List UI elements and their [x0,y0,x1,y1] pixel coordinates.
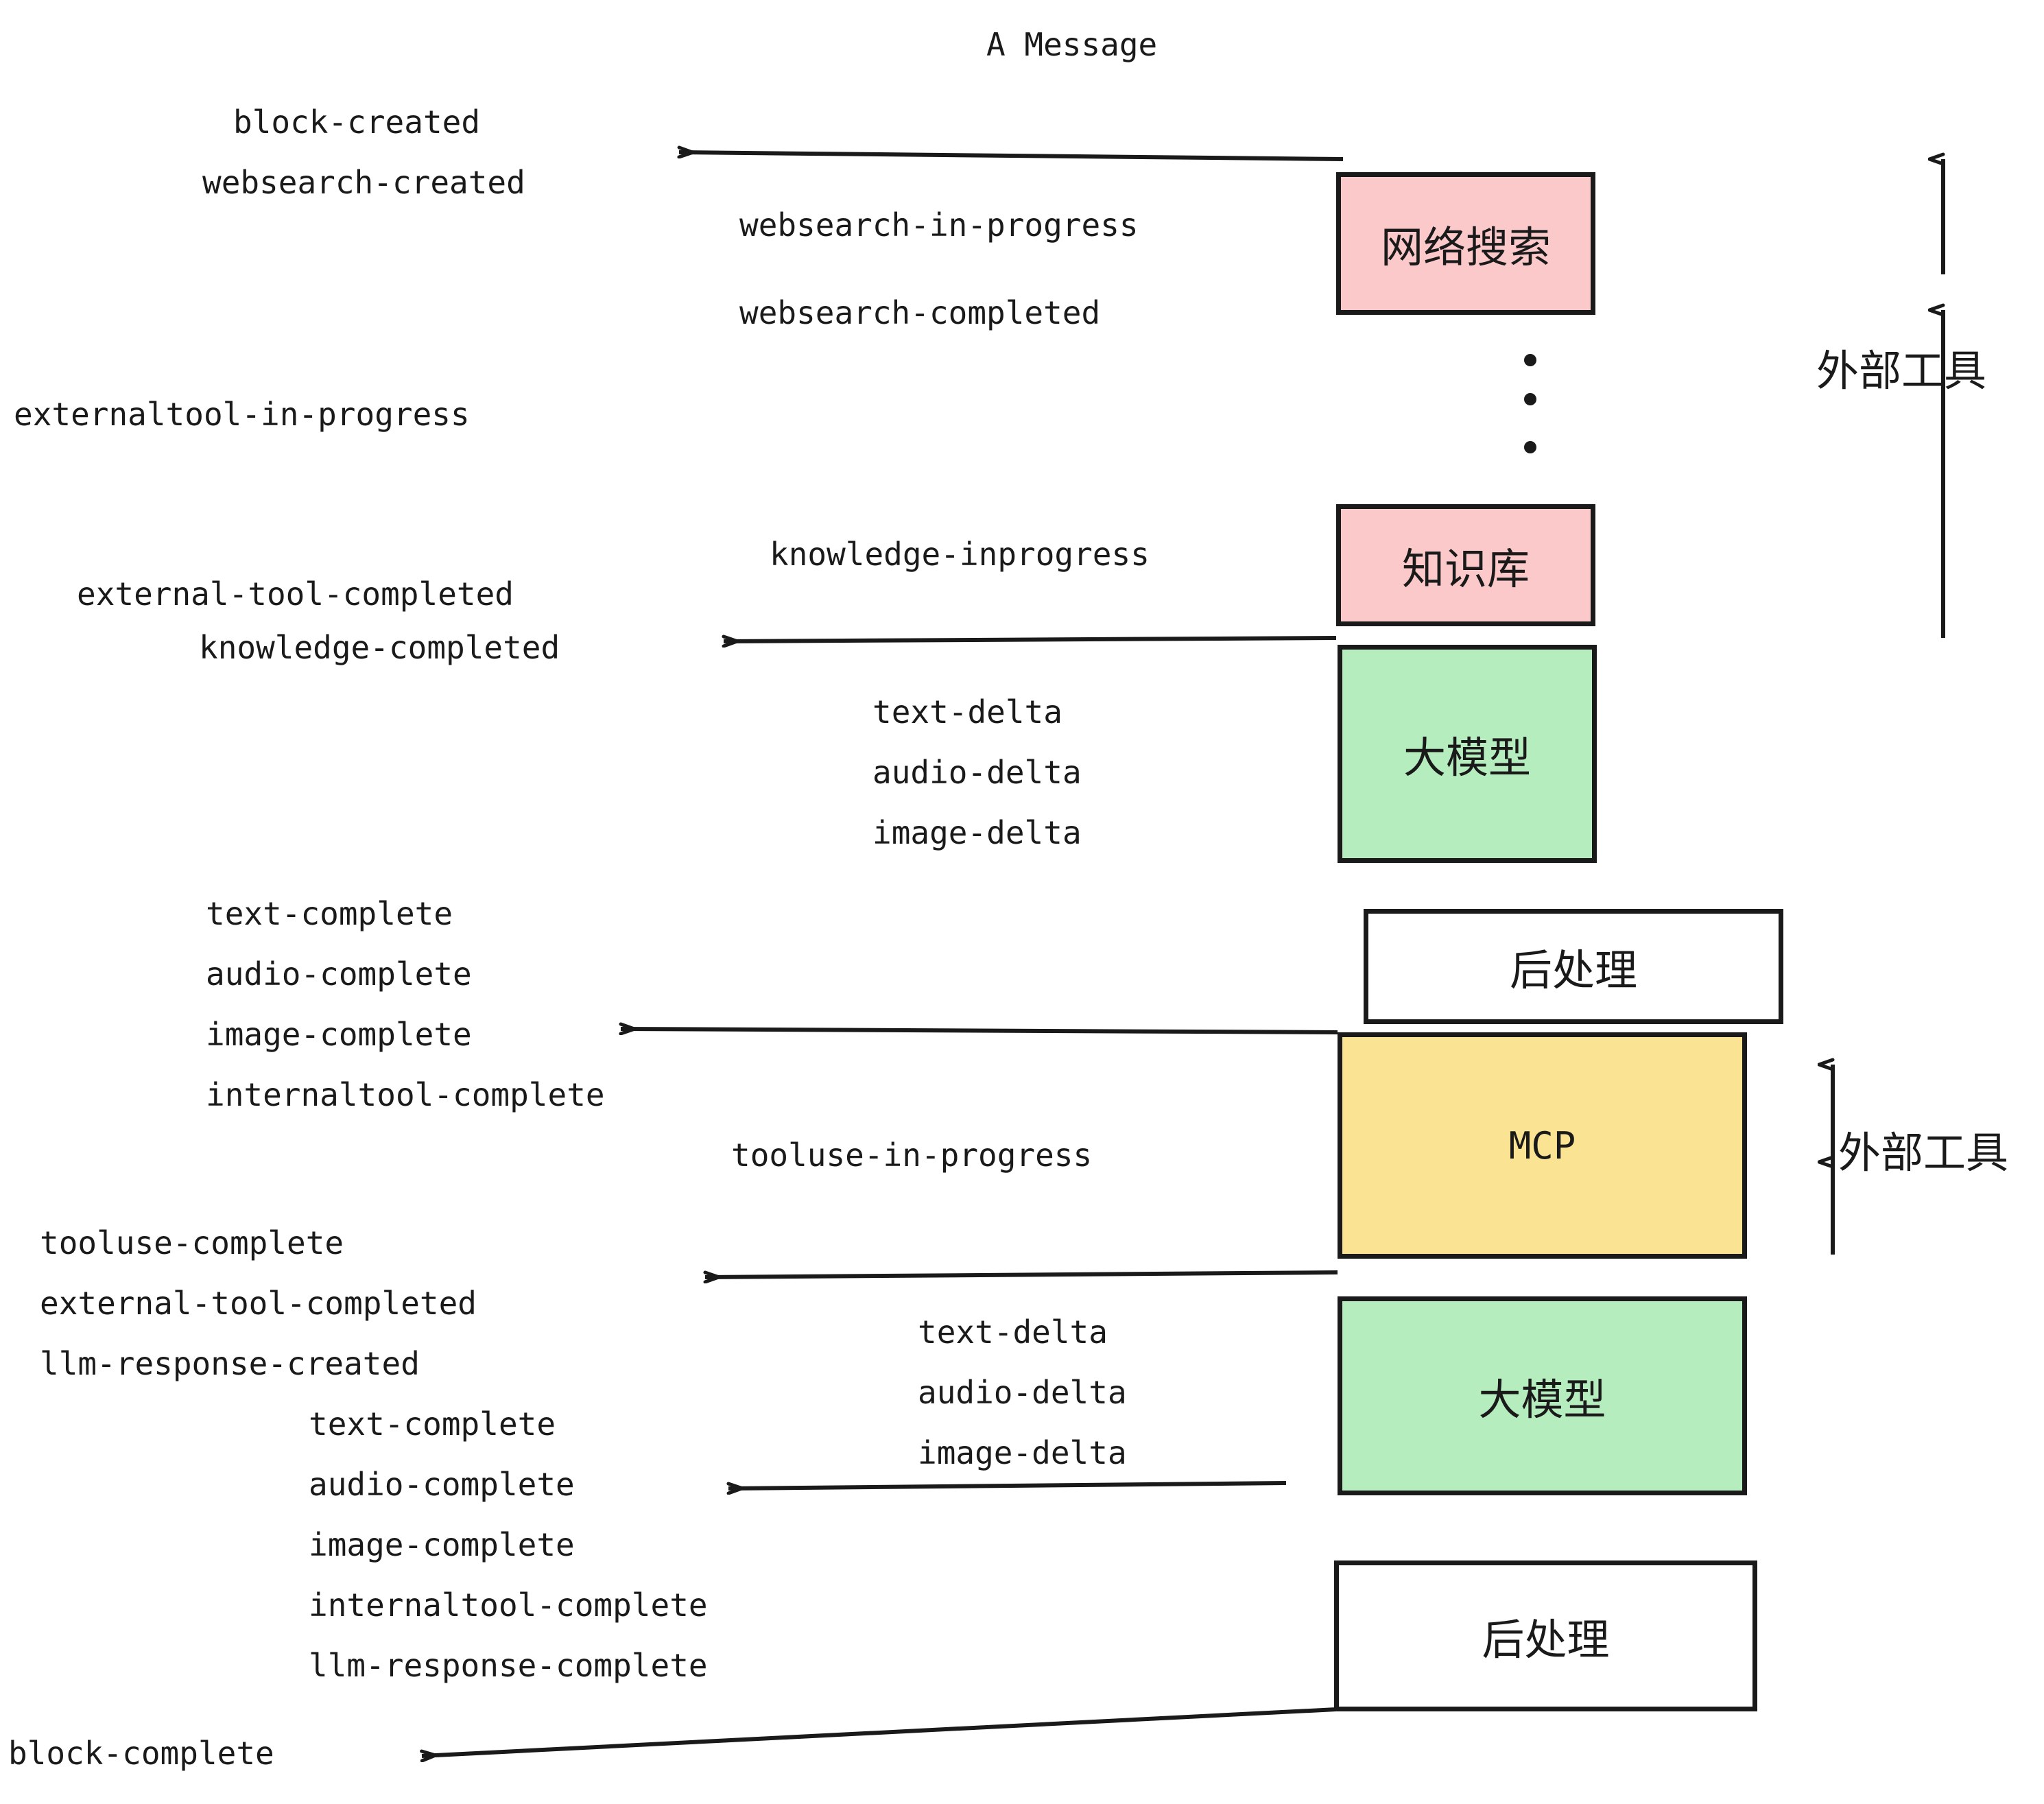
box-postproc-1-label: 后处理 [1509,945,1637,995]
arrow-mcp-to-external-tool-completed [705,1270,1338,1277]
event-label-image-complete-2: image-complete [309,1526,575,1563]
event-label-text-complete-1: text-complete [206,895,453,932]
ellipsis-dot [1524,441,1536,453]
box-postproc-2-label: 后处理 [1482,1615,1610,1665]
event-label-block-complete: block-complete [8,1735,274,1772]
event-label-block-created: block-created [233,104,481,141]
box-llm-2[interactable]: 大模型 [1338,1296,1747,1495]
box-knowledge[interactable]: 知识库 [1336,504,1595,626]
event-label-text-delta-1: text-delta [872,693,1062,731]
event-label-text-delta-2: text-delta [918,1314,1108,1351]
box-llm-1-label: 大模型 [1403,733,1531,783]
ellipsis-dot [1524,354,1536,366]
arrow-knowledge-to-knowledge-completed [724,638,1337,641]
event-label-image-delta-2: image-delta [918,1434,1127,1471]
page-title: A Message [986,26,1158,63]
side-label-external-tools-bottom: 外部工具 [1838,1128,2009,1178]
box-postproc-2[interactable]: 后处理 [1334,1560,1757,1711]
box-mcp-label: MCP [1508,1124,1576,1167]
box-llm-1[interactable]: 大模型 [1338,645,1597,863]
event-label-internaltool-complete-2: internaltool-complete [309,1587,708,1624]
event-label-audio-complete-2: audio-complete [309,1466,575,1503]
arrow-postproc2-to-block-complete [422,1707,1337,1756]
event-label-audio-delta-2: audio-delta [918,1374,1127,1411]
event-label-image-complete-1: image-complete [206,1016,472,1053]
event-label-internaltool-complete-1: internaltool-complete [206,1076,605,1113]
box-websearch[interactable]: 网络搜索 [1336,172,1595,315]
arrow-llm2-to-audio-complete [728,1481,1287,1488]
event-label-websearch-completed: websearch-completed [739,294,1101,331]
event-label-knowledge-inprogress: knowledge-inprogress [770,536,1150,573]
event-label-knowledge-completed: knowledge-completed [199,629,560,666]
side-label-external-tools-top: 外部工具 [1816,346,1987,396]
arrow-postproc1-to-image-complete [621,1029,1338,1032]
box-websearch-label: 网络搜索 [1380,222,1551,272]
ellipsis-dot [1524,393,1536,405]
event-label-external-tool-completed-2: external-tool-completed [40,1285,477,1322]
event-label-llm-response-complete: llm-response-complete [309,1647,708,1684]
box-knowledge-label: 知识库 [1401,544,1530,594]
event-label-text-complete-2: text-complete [309,1405,556,1443]
event-label-external-tool-completed-1: external-tool-completed [77,575,514,613]
event-label-tooluse-complete: tooluse-complete [40,1224,344,1261]
event-label-llm-response-created: llm-response-created [40,1345,420,1382]
event-label-audio-complete-1: audio-complete [206,956,472,993]
box-postproc-1[interactable]: 后处理 [1364,909,1783,1024]
box-llm-2-label: 大模型 [1478,1375,1606,1425]
event-label-image-delta-1: image-delta [872,814,1082,851]
event-label-audio-delta-1: audio-delta [872,754,1082,791]
event-label-websearch-created: websearch-created [202,164,525,201]
event-label-externaltool-in-progress: externaltool-in-progress [14,396,470,433]
arrow-websearch-to-block-created [679,152,1344,161]
event-label-tooluse-in-progress: tooluse-in-progress [731,1137,1093,1174]
event-label-websearch-in-progress: websearch-in-progress [739,206,1139,244]
box-mcp[interactable]: MCP [1338,1032,1747,1259]
